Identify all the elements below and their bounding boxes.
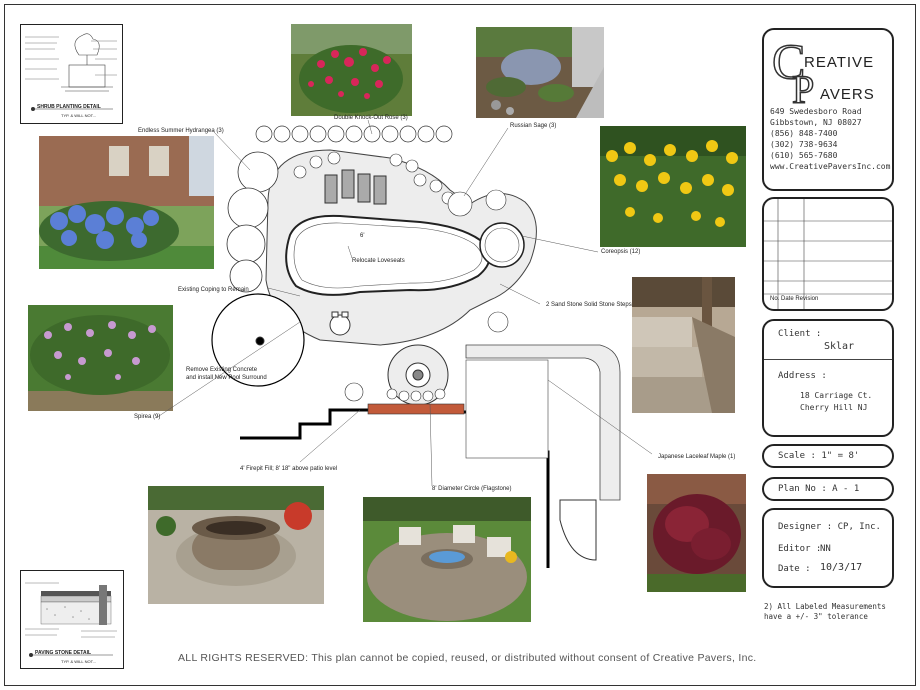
stone-steps-photo <box>632 277 735 413</box>
phone-line: (856) 848-7400 <box>770 129 838 138</box>
label-coreopsis: Coreopsis (12) <box>601 249 641 255</box>
label-remove-concrete-2: and install New Pool Surround <box>186 375 267 381</box>
shrub-detail-drawing <box>25 33 117 111</box>
walkway <box>465 344 621 501</box>
coreopsis-photo <box>600 126 746 247</box>
label-diameter-circle: 8' Diameter Circle (Flagstone) <box>432 486 512 492</box>
company-address: 649 Swedesboro Road Gibbstown, NJ 08027 … <box>770 106 890 172</box>
plan-number-box: Plan No : A - 1 <box>762 477 894 501</box>
company-logo-box: C REATIVE P AVERS 649 Swedesboro Road Gi… <box>762 28 894 191</box>
logo-text-pavers: AVERS <box>820 86 875 103</box>
paving-detail-subtitle: TYP. & WILL NOT... <box>61 659 96 664</box>
label-existing-coping: Existing Coping to Remain <box>178 287 249 293</box>
label-firepit: 4' Firepit Fill; 8' 18" above patio leve… <box>240 466 338 472</box>
endless-summer-hydrangea-photo <box>39 136 214 269</box>
label-endless-summer-hydrangea: Endless Summer Hydrangea (3) <box>138 128 224 134</box>
address-label: Address : <box>778 371 827 381</box>
website-line: www.CreativePaversInc.com <box>770 162 891 171</box>
copyright-footer: ALL RIGHTS RESERVED: This plan cannot be… <box>178 652 757 664</box>
flagstone-circle-photo <box>363 497 531 622</box>
address-line: Gibbstown, NJ 08027 <box>770 118 862 127</box>
paving-detail-drawing <box>25 582 117 657</box>
label-double-knockout-rose: Double Knock-Out Rose (3) <box>334 115 408 121</box>
shrub-detail-title: SHRUB PLANTING DETAIL <box>37 104 101 110</box>
label-japanese-maple: Japanese Laceleaf Maple (1) <box>658 454 736 460</box>
label-relocate-loveseats: Relocate Loveseats <box>352 258 405 264</box>
phone-line: (610) 565-7680 <box>770 151 838 160</box>
double-knockout-rose-photo <box>291 24 412 116</box>
editor-label: Editor : <box>778 544 822 554</box>
logo-letter-p: P <box>791 66 815 113</box>
shrub-detail-subtitle: TYP. & WILL NOT... <box>61 113 96 118</box>
revision-box: No. Date Revision <box>762 197 894 311</box>
revision-header: No. Date Revision <box>770 296 819 302</box>
phone-line: (302) 738-9634 <box>770 140 838 149</box>
address-value-line2: Cherry Hill NJ <box>800 403 868 412</box>
client-box: Client : Sklar Address : 18 Carriage Ct.… <box>762 319 894 437</box>
spa <box>479 222 525 268</box>
designer-box: Designer : CP, Inc. Editor : NN Date : 1… <box>762 508 894 588</box>
scale-box: Scale : 1" = 8' <box>762 444 894 468</box>
logo-text-creative: REATIVE <box>804 54 875 71</box>
scale-value: Scale : 1" = 8' <box>778 451 860 461</box>
label-remove-concrete-1: Remove Existing Concrete <box>186 367 258 373</box>
spirea-photo <box>28 305 173 411</box>
label-russian-sage: Russian Sage (3) <box>510 123 557 129</box>
address-value-line1: 18 Carriage Ct. <box>800 391 873 400</box>
paving-detail-title: PAVING STONE DETAIL <box>35 650 92 656</box>
shrub-planting-detail: SHRUB PLANTING DETAIL TYP. & WILL NOT... <box>20 24 123 124</box>
plan-number: Plan No : A - 1 <box>778 484 860 494</box>
client-label: Client : <box>778 329 822 339</box>
date-label: Date : <box>778 564 811 574</box>
date-value: 10/3/17 <box>820 562 863 573</box>
notes-box: 2) All Labeled Measurements have a +/- 3… <box>762 592 894 632</box>
paving-stone-detail: PAVING STONE DETAIL TYP. & WILL NOT... <box>20 570 124 669</box>
address-line: 649 Swedesboro Road <box>770 107 862 116</box>
russian-sage-photo <box>476 27 604 118</box>
patio-table <box>329 314 351 336</box>
editor-value: NN <box>820 544 831 554</box>
japanese-maple-photo <box>647 474 746 592</box>
tolerance-note: 2) All Labeled Measurements have a +/- 3… <box>764 602 886 621</box>
client-value: Sklar <box>824 341 855 352</box>
label-spirea: Spirea (9) <box>134 414 161 420</box>
label-sand-stone-steps: 2 Sand Stone Solid Stone Steps <box>546 302 632 308</box>
pool <box>285 214 491 296</box>
plan-sheet <box>4 4 916 686</box>
designer-value: Designer : CP, Inc. <box>778 522 881 532</box>
retaining-wall <box>240 408 368 440</box>
firepit-patio-photo <box>148 486 324 604</box>
label-dimension-6ft: 6' <box>360 233 365 239</box>
logo-letter-c: C <box>771 32 806 90</box>
